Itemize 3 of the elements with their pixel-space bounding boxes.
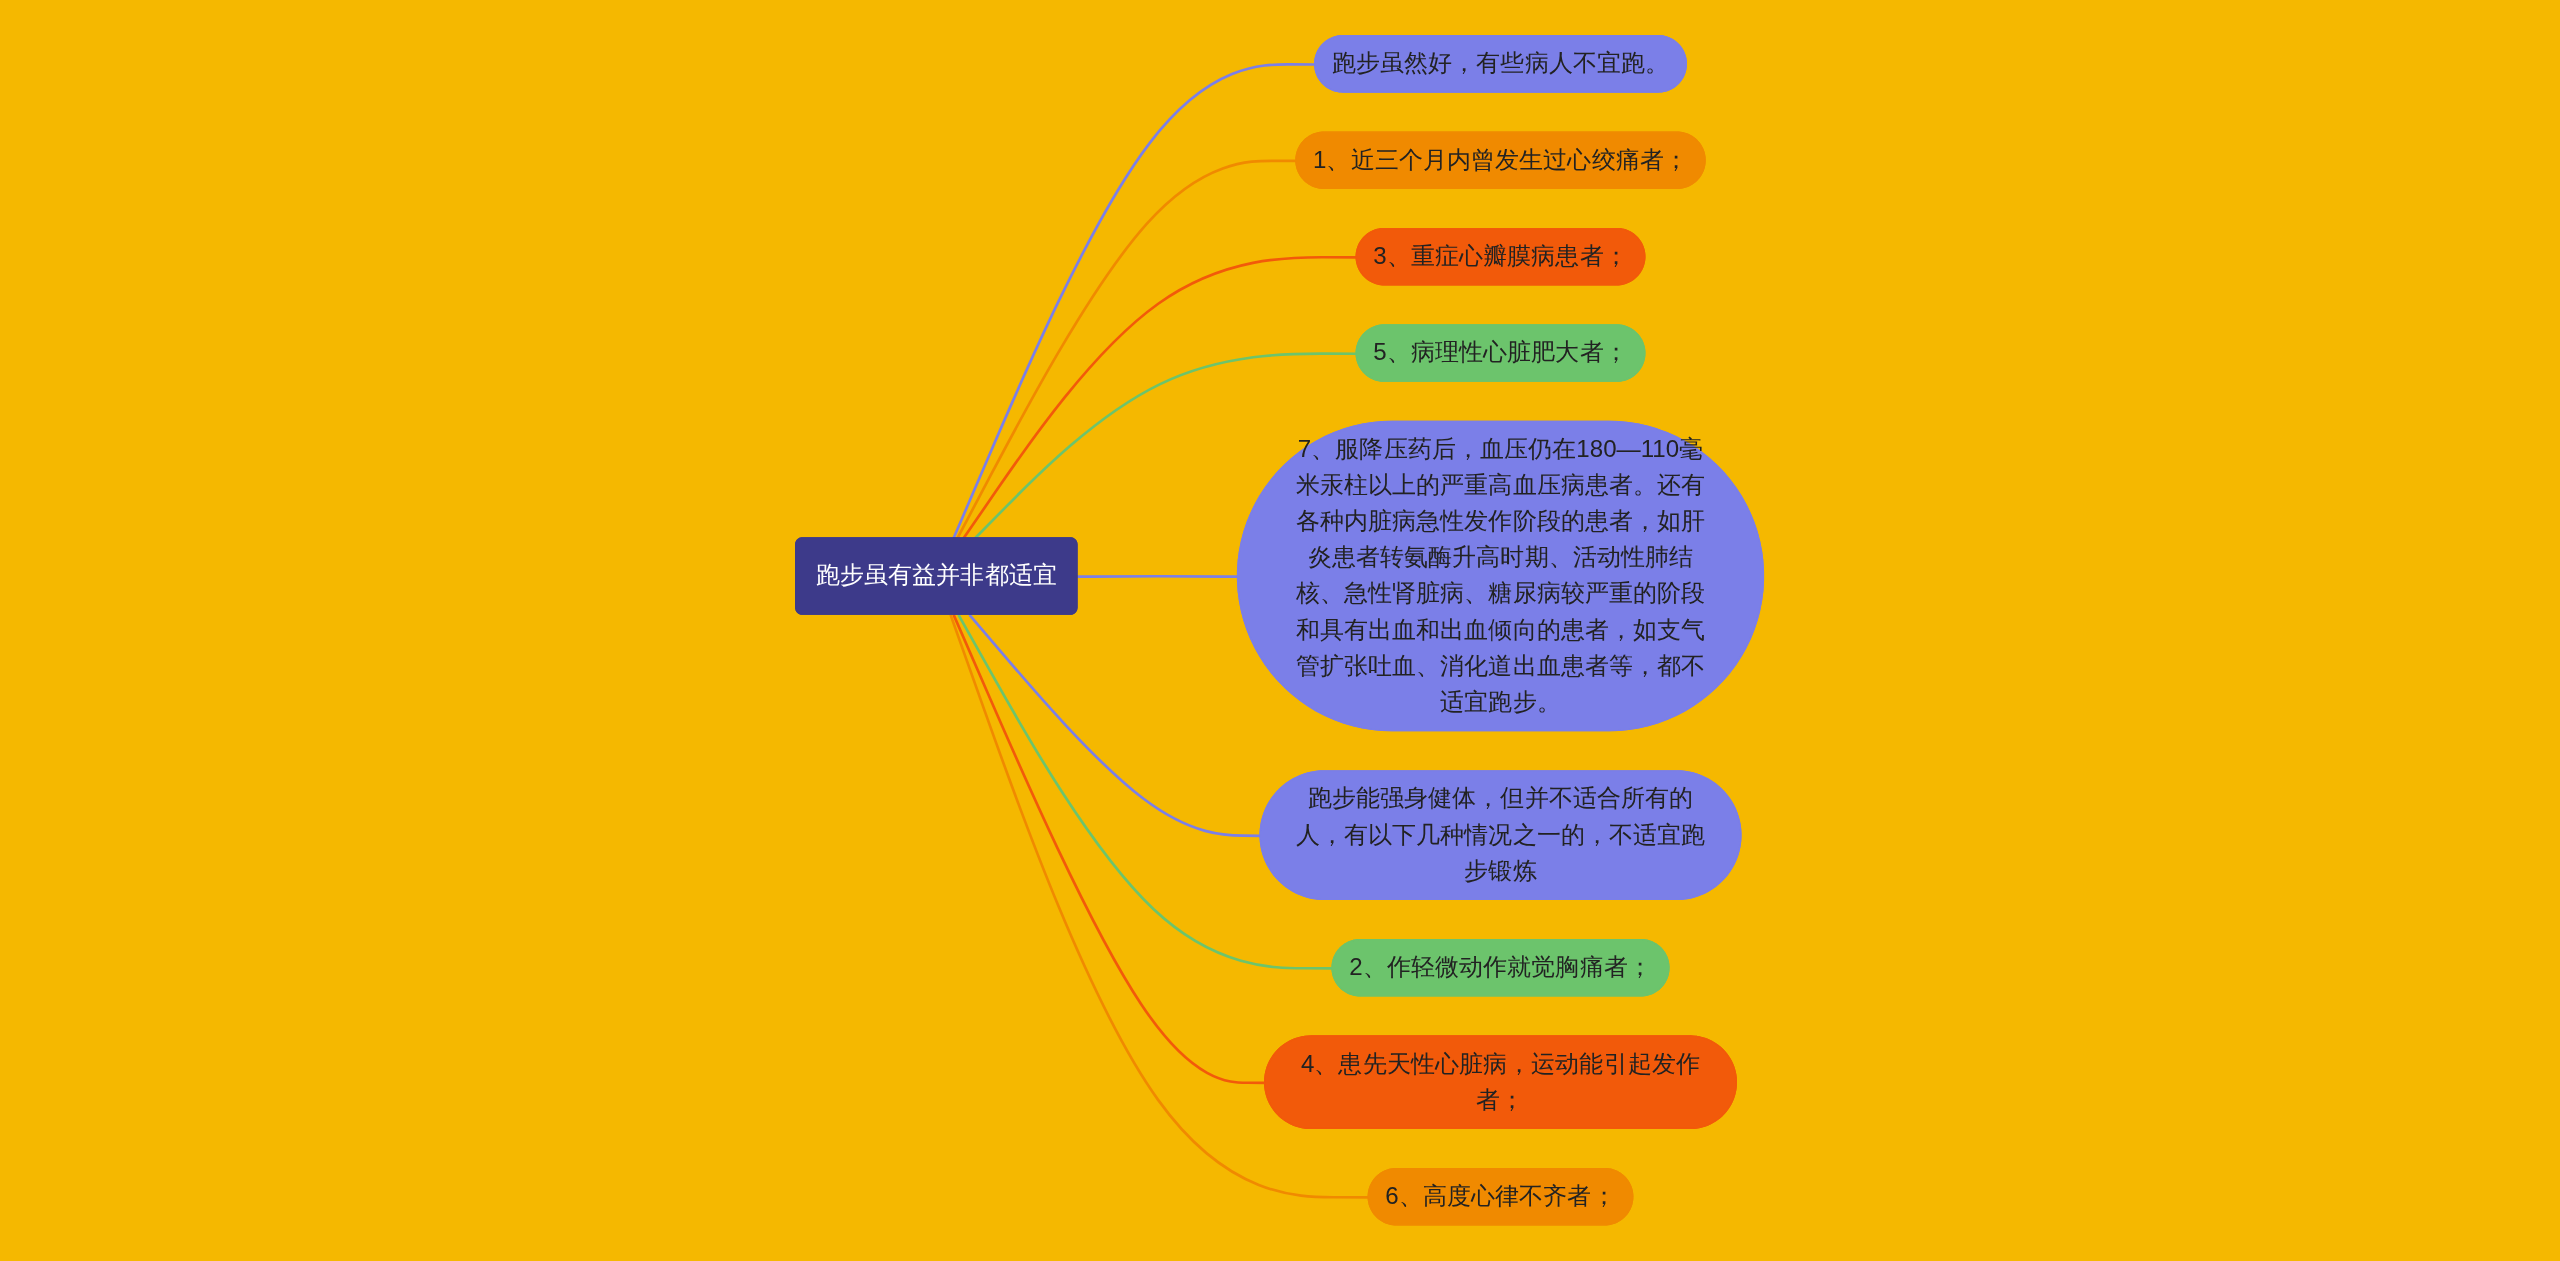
connector: [1078, 575, 1239, 579]
connector: [952, 63, 1316, 540]
connector: [952, 614, 1266, 1085]
